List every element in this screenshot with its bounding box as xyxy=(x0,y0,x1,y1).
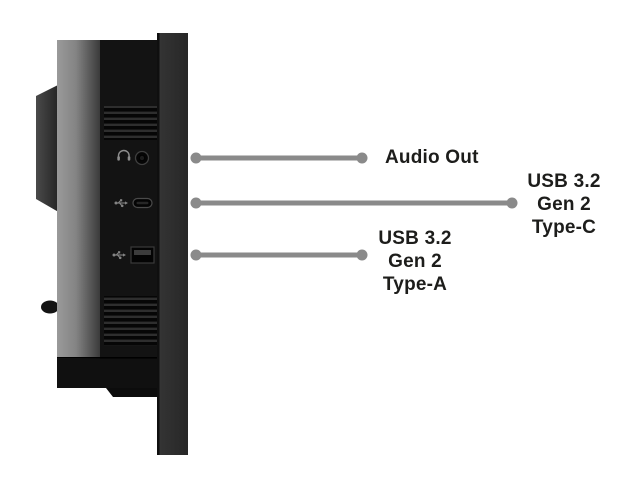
display-panel-edge xyxy=(157,33,188,455)
usb-icon xyxy=(112,251,126,260)
bottom-foot xyxy=(106,388,161,397)
headphone-icon xyxy=(117,149,131,161)
rear-button xyxy=(41,300,59,314)
callout-label-usb-c: USB 3.2 Gen 2 Type-C xyxy=(516,170,612,239)
callout-label-line: Gen 2 xyxy=(537,194,591,215)
usb-c-port xyxy=(132,197,153,209)
vent-grille-top xyxy=(104,106,157,140)
callout-label-line: Type-C xyxy=(531,217,597,238)
callout-line-audio-out xyxy=(190,152,368,164)
body-seam xyxy=(57,357,161,359)
callout-label-line: USB 3.2 xyxy=(527,171,601,192)
callout-label-usb-a: USB 3.2 Gen 2 Type-A xyxy=(367,227,463,296)
usb-a-port xyxy=(130,246,155,264)
callout-line-usb-a xyxy=(190,249,368,261)
callout-label-audio-out: Audio Out xyxy=(385,146,479,170)
panel-edge-seam xyxy=(157,33,160,455)
callout-label-line: Type-A xyxy=(382,274,448,295)
vent-grille-bottom xyxy=(104,296,157,346)
usb-icon xyxy=(114,199,128,208)
stand-hinge xyxy=(36,83,62,214)
callout-line-usb-c xyxy=(190,197,518,209)
audio-jack-port xyxy=(134,150,150,166)
callout-label-line: USB 3.2 xyxy=(378,228,452,249)
body-lower-section xyxy=(57,358,161,388)
callout-label-line: Audio Out xyxy=(385,147,479,168)
callout-label-line: Gen 2 xyxy=(388,251,442,272)
